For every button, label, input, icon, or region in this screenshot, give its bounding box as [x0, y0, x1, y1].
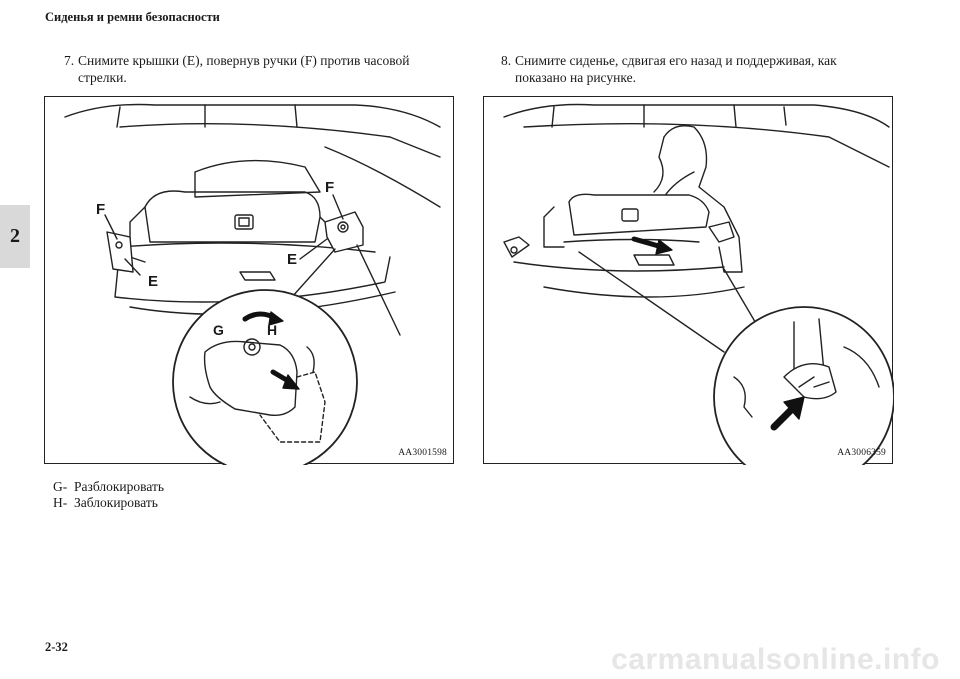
legend-row-h: H- Заблокировать	[53, 495, 164, 511]
figure1-label-e-left: E	[148, 273, 159, 290]
figure1-legend: G- Разблокировать H- Заблокировать	[53, 479, 164, 511]
figure1-label-h: H	[267, 322, 278, 338]
figure-cover-removal: F E F E G H AA3001598	[44, 96, 454, 465]
step-7-line1: Снимите крышки (E), повернув ручки (F) п…	[78, 53, 410, 68]
page-number: 2-32	[45, 640, 68, 654]
legend-row-g: G- Разблокировать	[53, 479, 164, 495]
watermark: carmanualsonline.info	[611, 643, 940, 676]
chapter-tab: 2	[0, 205, 30, 268]
section-header: Сиденья и ремни безопасности	[45, 10, 220, 24]
step-8-number: 8.	[501, 53, 512, 68]
legend-key-h: H-	[53, 495, 68, 510]
figure1-label-f-left: F	[96, 201, 106, 218]
step-7-number: 7.	[64, 53, 75, 68]
seat-removal-illustration	[503, 103, 894, 465]
legend-text-h: Заблокировать	[74, 495, 158, 510]
cover-removal-illustration	[64, 103, 441, 465]
step-7-line2: стрелки.	[78, 70, 127, 85]
legend-key-g: G-	[53, 479, 68, 494]
figure1-label-e-right: E	[287, 251, 298, 268]
figure1-code: AA3001598	[398, 448, 447, 458]
step-8-line2: показано на рисунке.	[515, 70, 636, 85]
figure2-code: AA3006359	[837, 448, 886, 458]
step-8-line1: Снимите сиденье, сдвигая его назад и под…	[515, 53, 837, 68]
legend-text-g: Разблокировать	[74, 479, 165, 494]
figure1-label-g: G	[213, 322, 224, 338]
figure1-label-f-right: F	[325, 179, 335, 196]
figure-seat-removal: AA3006359	[483, 96, 894, 465]
